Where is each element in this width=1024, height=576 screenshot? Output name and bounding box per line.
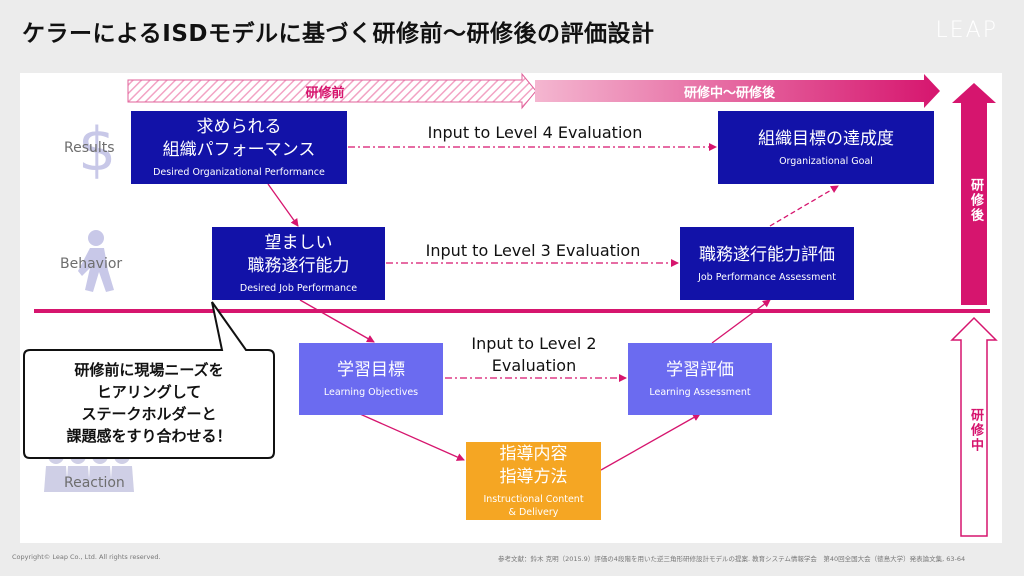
page-title: ケラーによるISDモデルに基づく研修前～研修後の評価設計: [22, 21, 655, 47]
box-learning-assessment: 学習評価 Learning Assessment: [628, 343, 772, 415]
edge-org-to-job: [267, 183, 299, 227]
edge-job-to-learn: [299, 299, 375, 343]
edge-learn-to-instr: [359, 413, 465, 461]
phase-label-during-after: 研修中～研修後: [683, 85, 775, 101]
box-desired-job-performance: 望ましい 職務遂行能力 Desired Job Performance: [212, 227, 385, 300]
phase-arrow-after: [952, 83, 996, 305]
row-label-results: Results: [64, 140, 115, 156]
box-learning-objectives: 学習目標 Learning Objectives: [299, 343, 443, 415]
box-jp-label: 学習目標: [337, 360, 405, 380]
box-jp-label: 職務遂行能力評価: [699, 244, 835, 265]
box-en-label: Learning Objectives: [323, 387, 419, 398]
box-en-label: Desired Organizational Performance: [153, 167, 325, 178]
callout-text: 研修前に現場ニーズを ヒアリングして ステークホルダーと 課題感をすり合わせる！: [66, 361, 232, 445]
walking-person-icon: [78, 230, 114, 292]
company-logo: LEAP: [935, 18, 998, 43]
box-org-goal: 組織目標の達成度 Organizational Goal: [718, 111, 934, 184]
box-jp-label: 組織目標の達成度: [758, 128, 894, 149]
callout-bubble: [23, 301, 275, 459]
edge-label-level2: Input to Level 2 Evaluation: [471, 334, 597, 375]
footer-copyright: Copyright© Leap Co., Ltd. All rights res…: [12, 553, 161, 561]
phase-label-before: 研修前: [305, 85, 345, 101]
phase-bar-during-after: [535, 74, 940, 108]
box-en-label: Organizational Goal: [779, 155, 873, 167]
edge-eval-to-job: [711, 299, 771, 344]
box-en-label: Desired Job Performance: [239, 283, 358, 294]
footer-reference: 参考文献：鈴木 克明（2015.9）評価の4段階を用いた逆三角形研修設計モデルの…: [498, 555, 966, 563]
box-jp-label: 指導内容 指導方法: [499, 444, 568, 487]
row-label-reaction: Reaction: [64, 475, 125, 491]
edge-label-level4: Input to Level 4 Evaluation: [427, 123, 643, 142]
box-en-label: Learning Assessment: [649, 387, 751, 398]
box-jp-label: 学習評価: [666, 360, 734, 380]
box-job-performance-assessment: 職務遂行能力評価 Job Performance Assessment: [680, 227, 854, 300]
dollar-icon: $: [78, 115, 116, 185]
phase-label-during-vertical: 研修中: [968, 408, 983, 453]
box-desired-org-performance: 求められる 組織パフォーマンス Desired Organizational P…: [131, 111, 347, 184]
box-en-label: Job Performance Assessment: [698, 271, 836, 283]
edge-label-level3: Input to Level 3 Evaluation: [425, 241, 641, 260]
box-jp-label: 求められる 組織パフォーマンス: [162, 117, 316, 160]
box-jp-label: 望ましい 職務遂行能力: [247, 233, 350, 276]
phase-bar-before: [127, 72, 537, 110]
edge-job-to-goal: [769, 185, 839, 227]
box-instructional-content: 指導内容 指導方法 Instructional Content & Delive…: [466, 442, 601, 520]
phase-label-after-vertical: 研修後: [968, 178, 983, 223]
edge-instr-to-eval: [600, 413, 701, 471]
svg-text:$: $: [78, 115, 116, 185]
box-en-label: Instructional Content & Delivery: [483, 494, 584, 518]
row-label-behavior: Behavior: [60, 256, 123, 272]
phase-arrow-during: [950, 316, 998, 537]
